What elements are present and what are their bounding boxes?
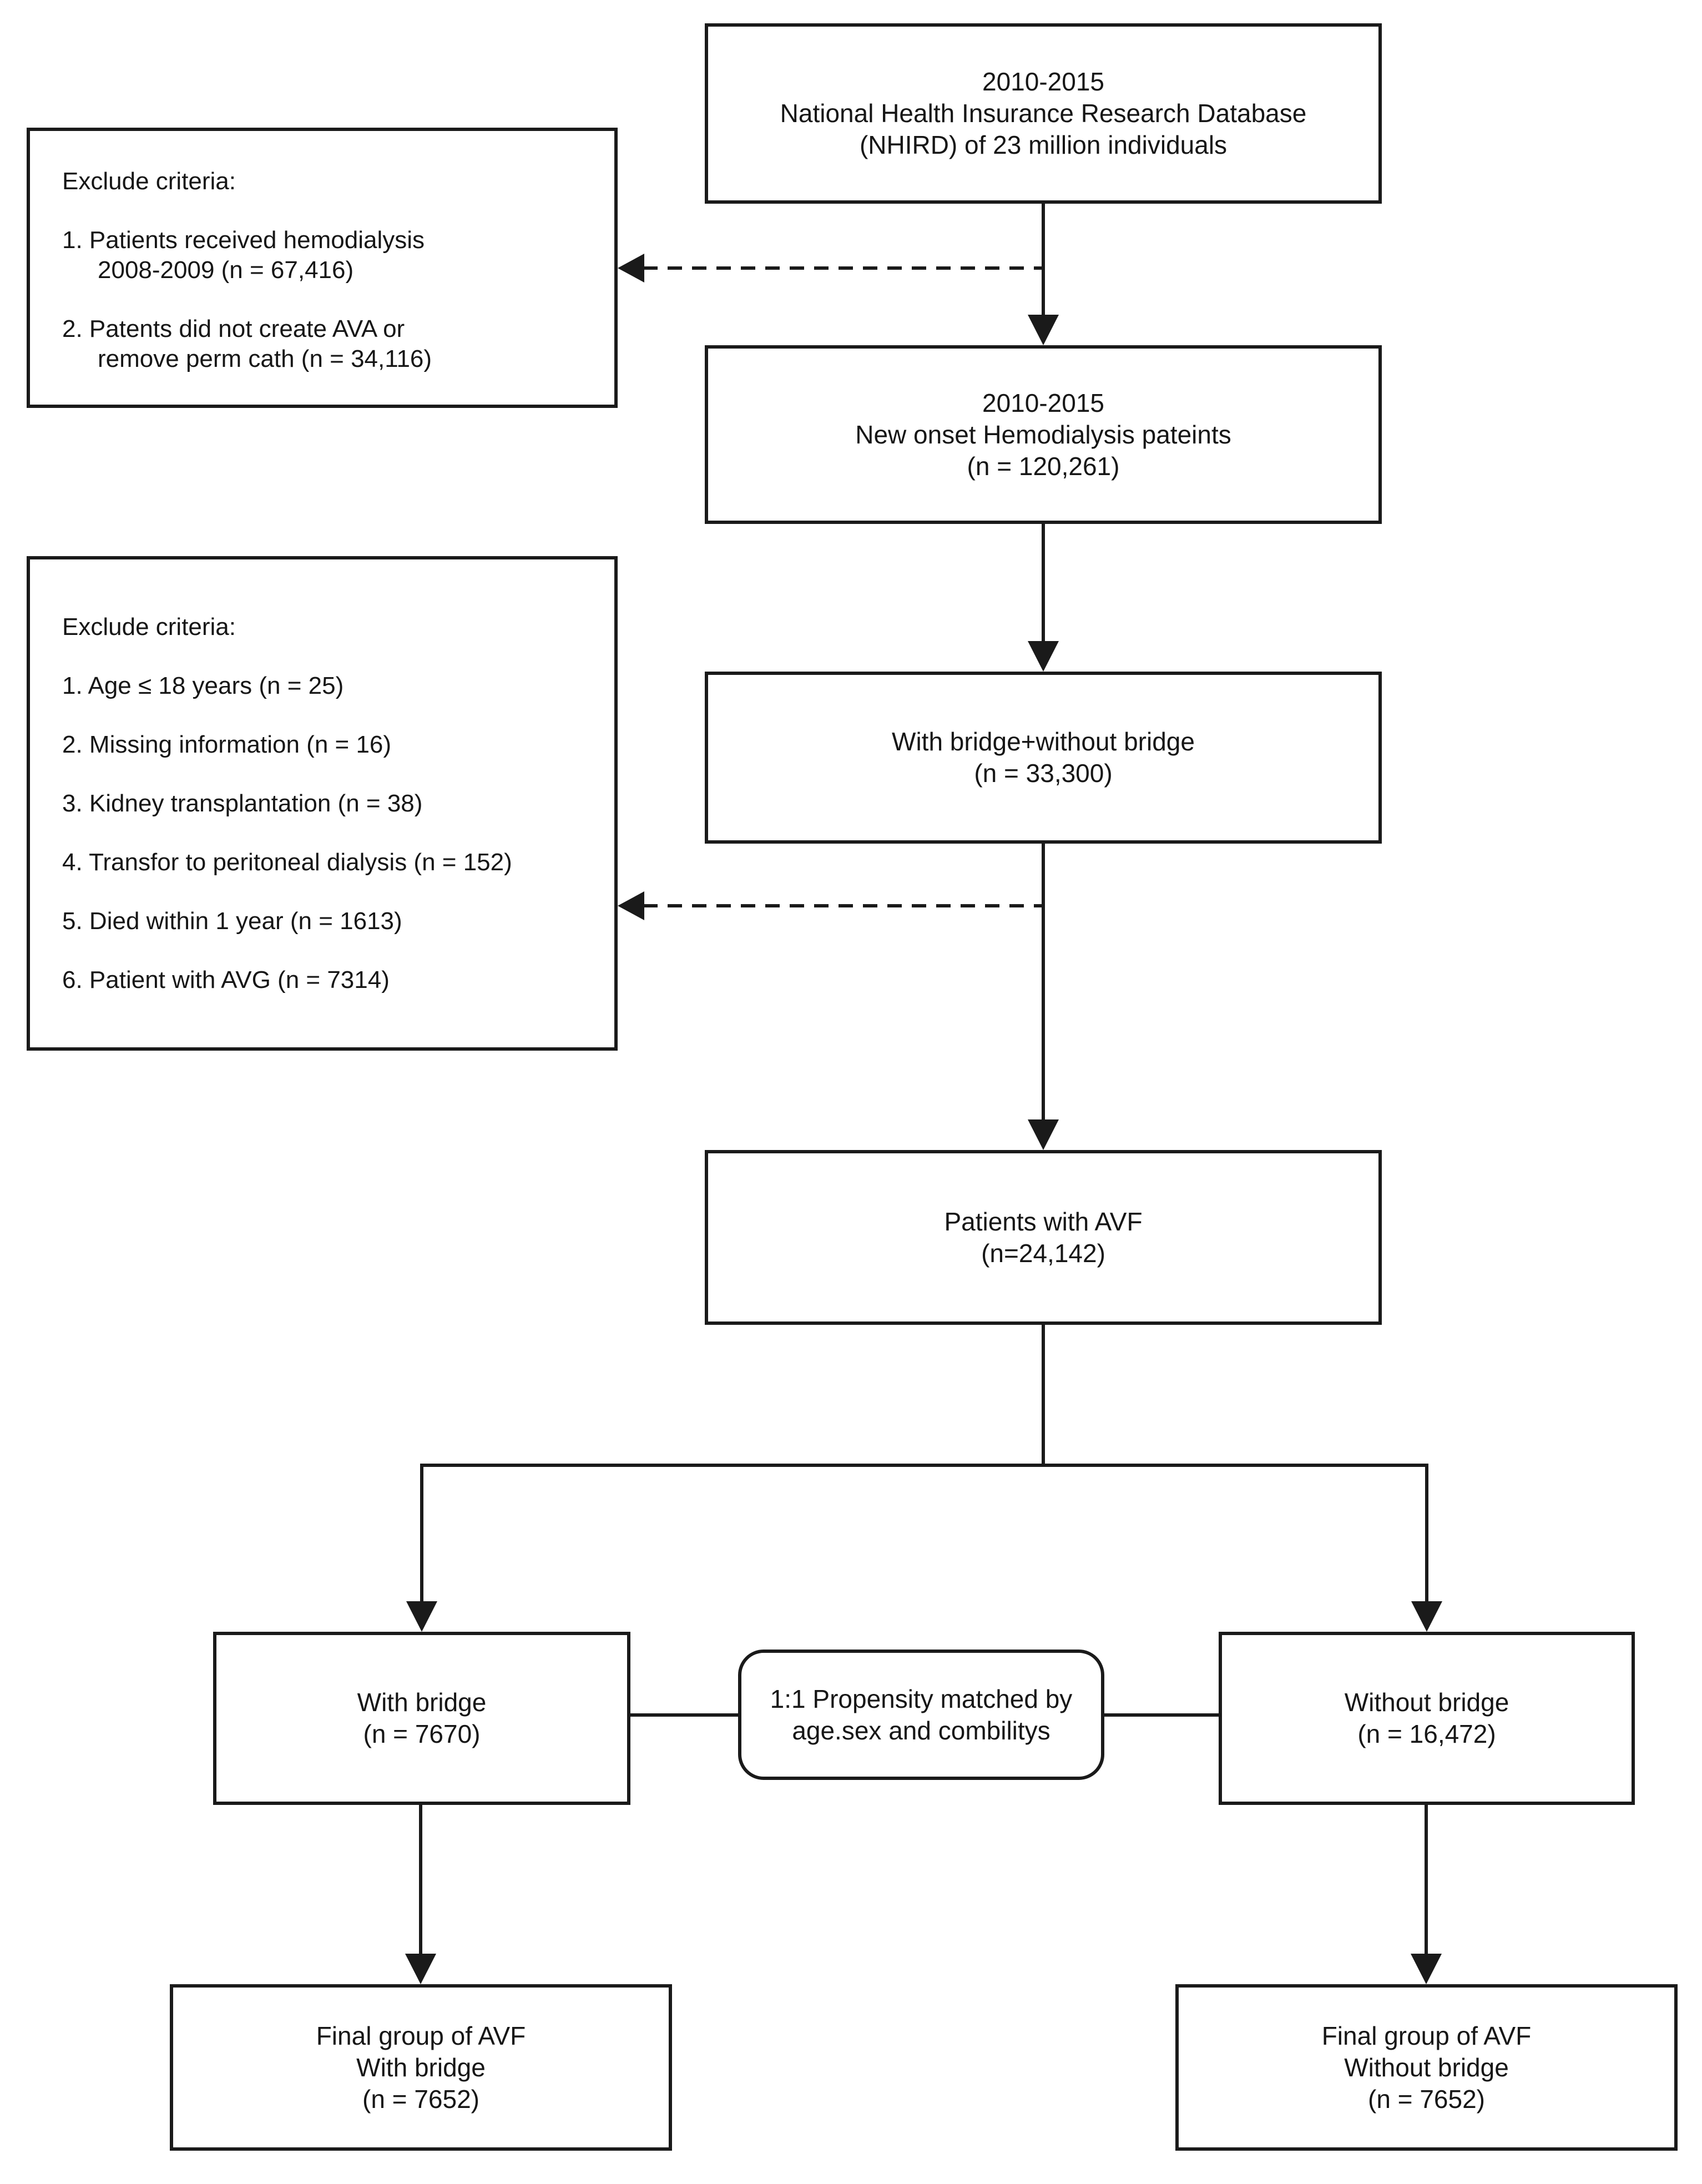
exclude1-item-1-cont: 2008-2009 (n = 67,416) [98,256,354,284]
exclude1-item-1: 1. Patients received hemodialysis [62,226,425,254]
exclude2-item-3: 3. Kidney transplantation (n = 38) [62,790,423,817]
box-propensity-line-1: 1:1 Propensity matched by [770,1684,1073,1713]
exclude2-title: Exclude criteria: [62,613,236,640]
arrowhead-bridgetotal [1028,641,1059,672]
exclude1-item-2: 2. Patents did not create AVA or [62,315,405,342]
box-with-bridge-line-2: (n = 7670) [363,1719,481,1748]
arrowhead-final-with [405,1954,436,1984]
connector-newonset-to-bridgetotal [1042,523,1045,653]
box-new-onset: 2010-2015 New onset Hemodialysis pateint… [705,345,1382,524]
box-avf: Patients with AVF (n=24,142) [705,1150,1382,1325]
box-avf-line-1: Patients with AVF [944,1207,1143,1236]
arrowhead-newonset [1028,315,1059,345]
box-without-bridge: Without bridge (n = 16,472) [1219,1632,1635,1805]
box-bridge-total: With bridge+without bridge (n = 33,300) [705,672,1382,844]
dashed-connector-exclude2 [643,904,1043,907]
connector-withbridge-to-propensity [630,1713,738,1717]
exclude1-item-2-cont: remove perm cath (n = 34,116) [98,345,432,372]
connector-withoutbridge-to-final [1425,1805,1428,1966]
box-final-without-bridge: Final group of AVF Without bridge (n = 7… [1175,1984,1678,2151]
box-exclude-criteria-1: Exclude criteria: 1. Patients received h… [27,128,618,408]
dashed-connector-exclude1 [643,266,1043,270]
box-final-with-line-2: With bridge [356,2052,486,2082]
connector-withbridge-to-final [419,1805,422,1966]
box-new-onset-line-3: (n = 120,261) [967,451,1120,481]
arrowhead-without-bridge [1411,1601,1442,1632]
box-nhird-line-3: (NHIRD) of 23 million individuals [859,130,1228,159]
connector-branch-left [420,1464,423,1608]
box-propensity-match: 1:1 Propensity matched by age.sex and co… [738,1650,1104,1780]
exclude2-item-6: 6. Patient with AVG (n = 7314) [62,966,390,993]
box-final-without-line-2: Without bridge [1344,2052,1509,2082]
box-final-with-bridge: Final group of AVF With bridge (n = 7652… [170,1984,672,2151]
exclude2-item-5: 5. Died within 1 year (n = 1613) [62,907,402,935]
box-without-bridge-line-2: (n = 16,472) [1357,1719,1496,1748]
arrowhead-avf [1028,1119,1059,1150]
connector-propensity-to-withoutbridge [1104,1713,1219,1717]
box-propensity-line-2: age.sex and combilitys [792,1716,1051,1745]
arrowhead-with-bridge [406,1601,437,1632]
connector-branch-right [1425,1464,1428,1608]
exclude2-item-1: 1. Age ≤ 18 years (n = 25) [62,672,344,699]
exclude2-item-2: 2. Missing information (n = 16) [62,731,392,758]
box-final-without-line-3: (n = 7652) [1368,2084,1485,2114]
exclude2-item-4: 4. Transfor to peritoneal dialysis (n = … [62,849,512,876]
box-bridge-total-line-2: (n = 33,300) [974,759,1113,788]
box-final-without-line-1: Final group of AVF [1321,2021,1532,2050]
box-nhird-line-2: National Health Insurance Research Datab… [780,99,1307,128]
connector-bridgetotal-to-avf [1042,843,1045,1134]
exclude1-title: Exclude criteria: [62,168,236,195]
box-bridge-total-line-1: With bridge+without bridge [892,727,1195,756]
box-with-bridge: With bridge (n = 7670) [213,1632,630,1805]
box-exclude-criteria-2: Exclude criteria: 1. Age ≤ 18 years (n =… [27,556,618,1051]
arrowhead-exclude2 [618,891,644,920]
connector-avf-down [1042,1324,1045,1467]
box-without-bridge-line-1: Without bridge [1344,1688,1509,1717]
arrowhead-exclude1 [618,254,644,283]
box-nhird: 2010-2015 National Health Insurance Rese… [705,23,1382,204]
box-nhird-line-1: 2010-2015 [982,67,1104,96]
box-new-onset-line-1: 2010-2015 [982,388,1104,417]
box-new-onset-line-2: New onset Hemodialysis pateints [855,420,1231,449]
box-final-with-line-1: Final group of AVF [316,2021,526,2050]
connector-nhird-to-newonset [1042,203,1045,327]
arrowhead-final-without [1411,1954,1442,1984]
box-final-with-line-3: (n = 7652) [362,2084,479,2114]
box-with-bridge-line-1: With bridge [357,1688,487,1717]
connector-branch-horizontal [420,1464,1428,1467]
box-avf-line-2: (n=24,142) [981,1238,1105,1268]
